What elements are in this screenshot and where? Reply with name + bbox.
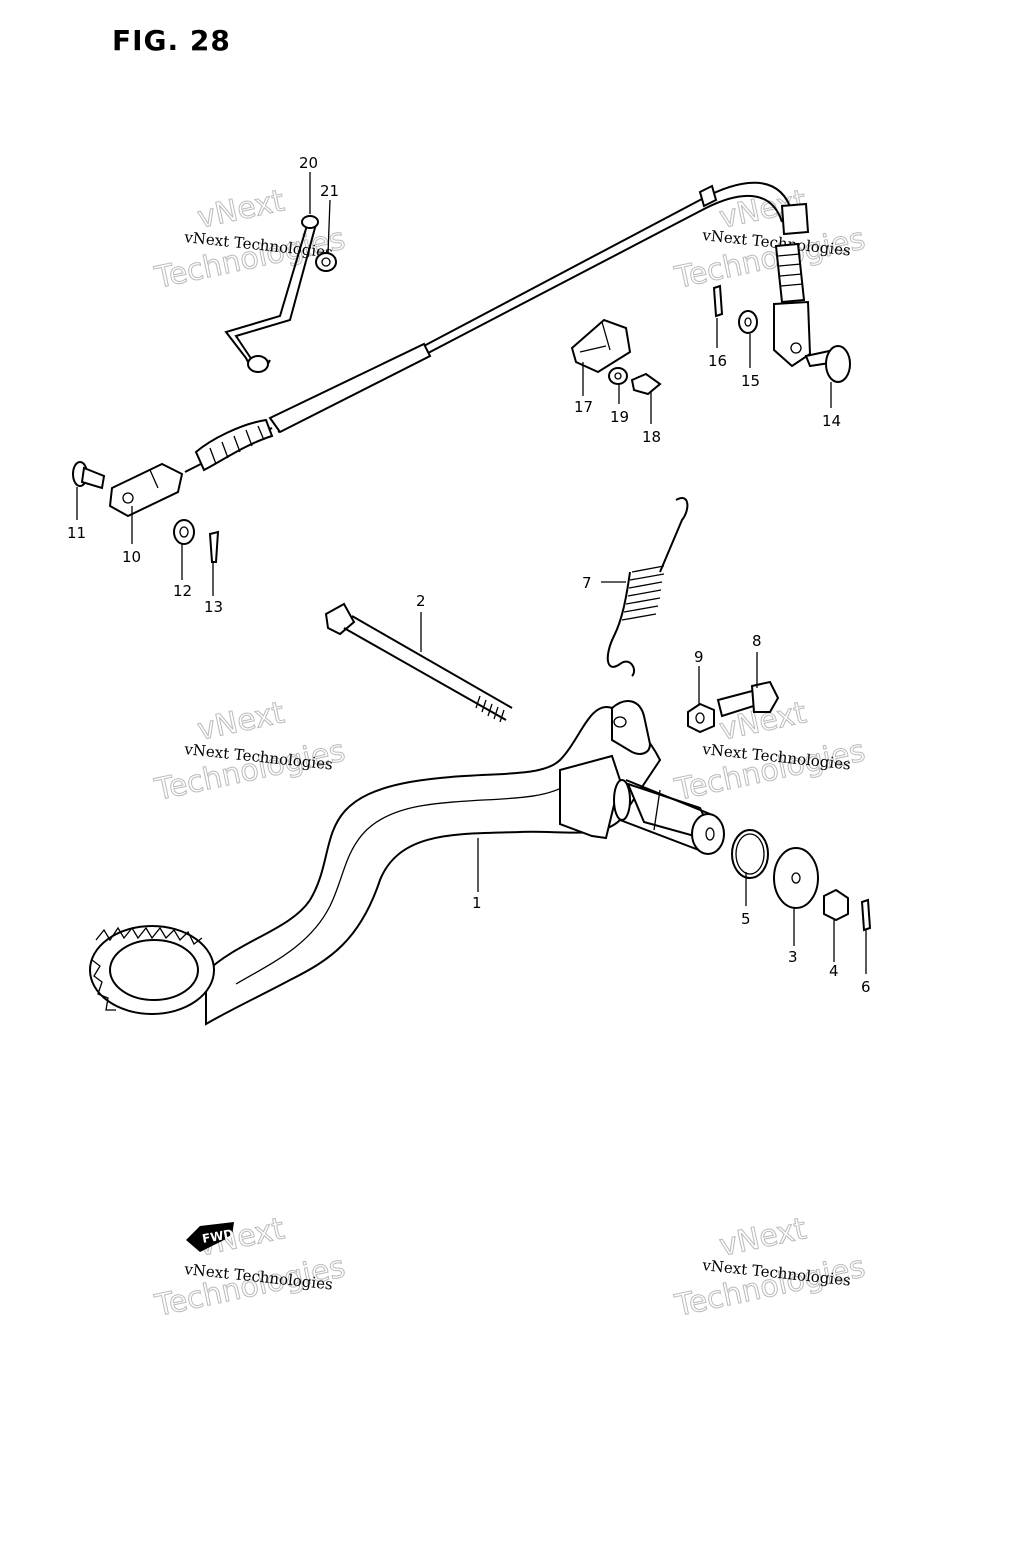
cable-bracket: [224, 215, 319, 373]
washer-clamp: [608, 367, 628, 385]
cable-boot-upper: [774, 202, 810, 304]
callout-21: 21: [320, 182, 339, 200]
callout-5: 5: [741, 910, 751, 928]
callout-19: 19: [610, 408, 629, 426]
callout-1: 1: [472, 894, 482, 912]
leader-lines: [76, 172, 867, 974]
figure-title: FIG. 28: [112, 24, 231, 57]
callout-20: 20: [299, 154, 318, 172]
callout-2: 2: [416, 592, 426, 610]
fwd-arrow: FWD: [186, 1222, 234, 1252]
cable-clamp: [570, 318, 632, 374]
adjuster-bolt: [716, 680, 780, 718]
pivot-bolt: [324, 602, 513, 723]
return-spring: [606, 497, 689, 677]
callout-12: 12: [173, 582, 192, 600]
callout-11: 11: [67, 524, 86, 542]
washer-upper: [738, 310, 758, 334]
callout-4: 4: [829, 962, 839, 980]
callout-17: 17: [574, 398, 593, 416]
watermark-bottom-left: vNext Technologies vNext Technologies: [151, 1211, 349, 1325]
washer-bracket: [315, 252, 337, 272]
cotter-pin-upper: [712, 284, 724, 318]
clamp-bolt: [630, 372, 662, 396]
cotter-pin-pedal: [860, 898, 872, 932]
callout-15: 15: [741, 372, 760, 390]
clevis-pin-upper: [804, 345, 851, 383]
pedal-tip: [89, 925, 215, 1015]
watermark-top-left: vNext Technologies vNext Technologies: [151, 183, 349, 297]
callout-13: 13: [204, 598, 223, 616]
watermark-mid-left: vNext Technologies vNext Technologies: [151, 695, 349, 809]
callout-6: 6: [861, 978, 871, 996]
callout-3: 3: [788, 948, 798, 966]
o-ring: [731, 829, 769, 879]
cable-boot-lower: [194, 418, 274, 472]
brake-cable: [184, 181, 810, 473]
svg-text:FWD: FWD: [201, 1227, 234, 1246]
callout-10: 10: [122, 548, 141, 566]
svg-text:vNext: vNext: [716, 1211, 809, 1264]
cable-clevis-lower: [108, 462, 184, 518]
callout-7: 7: [582, 574, 592, 592]
callout-9: 9: [694, 648, 704, 666]
callout-18: 18: [642, 428, 661, 446]
watermark-bottom-right: vNext Technologies vNext Technologies: [671, 1211, 869, 1325]
svg-text:vNext: vNext: [194, 183, 287, 236]
adjuster-nut: [687, 702, 715, 734]
cable-clevis-upper: [773, 300, 812, 368]
castle-nut: [823, 888, 849, 922]
callout-16: 16: [708, 352, 727, 370]
callout-8: 8: [752, 632, 762, 650]
callout-labels: 20 21 17 19 18 16 15 14 11 10 12 13 2 7 …: [67, 154, 871, 996]
svg-text:vNext: vNext: [194, 695, 287, 748]
pedal-washer: [773, 847, 819, 909]
washer-lower: [173, 519, 195, 545]
cotter-pin-lower: [208, 530, 220, 563]
clevis-pin-lower: [72, 461, 106, 490]
callout-14: 14: [822, 412, 841, 430]
brake-pedal: [205, 700, 725, 1026]
